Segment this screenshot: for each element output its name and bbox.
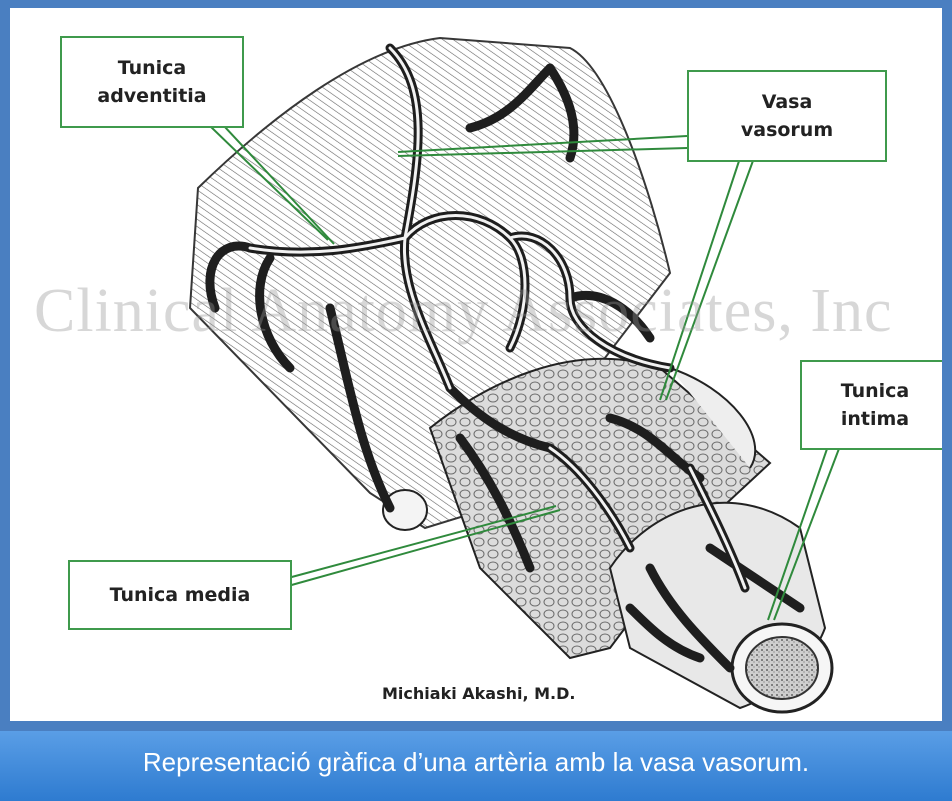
label-tunica-adventitia-line2: adventitia bbox=[62, 82, 242, 110]
label-tunica-intima-line1: Tunica bbox=[802, 377, 942, 405]
caption-bar: Representació gràfica d’una artèria amb … bbox=[0, 731, 952, 801]
label-vasa-vasorum: Vasa vasorum bbox=[687, 70, 887, 162]
label-vasa-vasorum-line1: Vasa bbox=[689, 88, 885, 116]
label-vasa-vasorum-line2: vasorum bbox=[689, 116, 885, 144]
label-tunica-intima: Tunica intima bbox=[800, 360, 942, 450]
label-tunica-intima-line2: intima bbox=[802, 405, 942, 433]
label-tunica-adventitia: Tunica adventitia bbox=[60, 36, 244, 128]
author-credit: Michiaki Akashi, M.D. bbox=[382, 684, 575, 703]
watermark-text: Clinical Anatomy Associates, Inc bbox=[34, 276, 893, 347]
label-tunica-media: Tunica media bbox=[68, 560, 292, 630]
label-tunica-adventitia-line1: Tunica bbox=[62, 54, 242, 82]
artery-diagram: Clinical Anatomy Associates, Inc Tunica … bbox=[10, 8, 942, 721]
figure-caption: Representació gràfica d’una artèria amb … bbox=[143, 747, 809, 778]
label-tunica-media-text: Tunica media bbox=[70, 581, 290, 609]
